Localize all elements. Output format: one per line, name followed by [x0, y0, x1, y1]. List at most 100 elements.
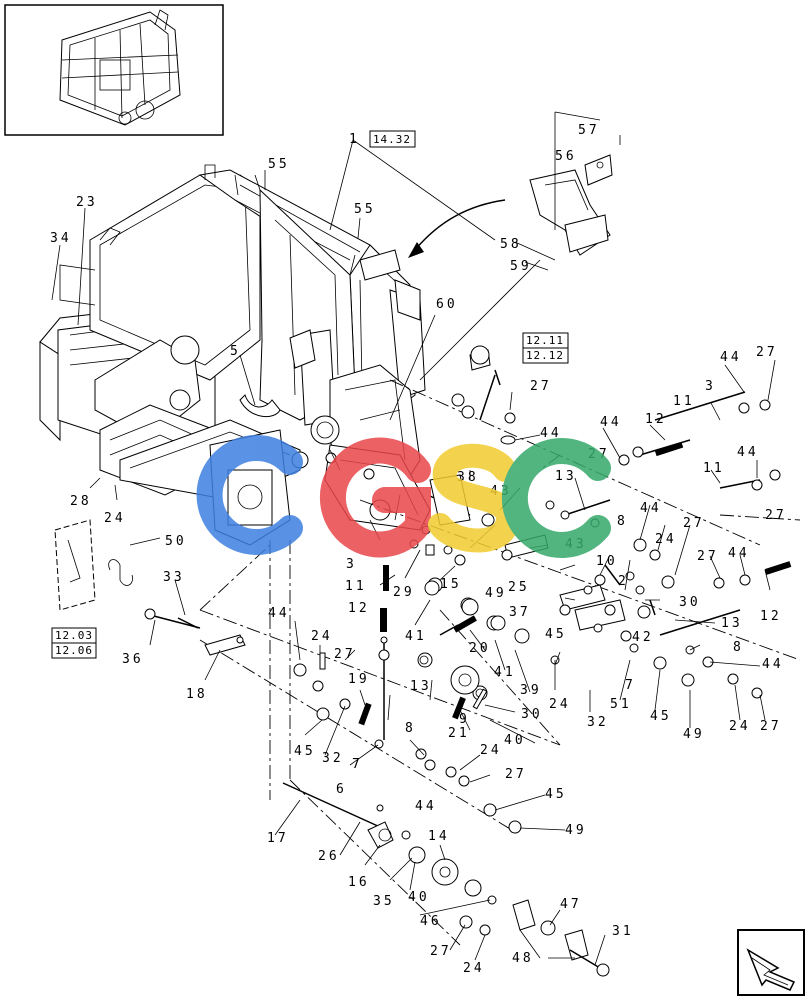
callout-60: 60	[436, 297, 458, 312]
callout-39: 39	[520, 683, 542, 698]
callout-42: 42	[632, 630, 654, 645]
callout-44: 44	[268, 606, 290, 621]
callout-40: 40	[504, 733, 526, 748]
callout-47: 47	[560, 897, 582, 912]
callout-44: 44	[415, 799, 437, 814]
callout-55: 55	[354, 202, 376, 217]
baler-thumbnail-drawing	[59, 9, 181, 126]
callout-14: 14	[428, 829, 450, 844]
callout-27: 27	[334, 647, 356, 662]
callout-56: 56	[555, 149, 577, 164]
callout-30: 30	[521, 707, 543, 722]
callout-2: 2	[618, 574, 629, 589]
callout-12: 12	[760, 609, 782, 624]
callout-44: 44	[540, 426, 562, 441]
callout-27: 27	[530, 379, 552, 394]
callout-8: 8	[405, 721, 416, 736]
callout-27: 27	[505, 767, 527, 782]
callout-11: 11	[345, 579, 367, 594]
callout-45: 45	[650, 709, 672, 724]
callout-24: 24	[729, 719, 751, 734]
overview-thumbnail[interactable]	[4, 4, 224, 136]
callout-24: 24	[549, 697, 571, 712]
callout-13: 13	[721, 616, 743, 631]
callout-7: 7	[625, 678, 636, 693]
callout-44: 44	[728, 546, 750, 561]
callout-27: 27	[765, 508, 787, 523]
callout-1: 1	[349, 132, 360, 147]
reference-boxes: 14.32 12.11 12.12 12.03 12.06	[51, 130, 569, 659]
callout-51: 51	[610, 697, 632, 712]
svg-text:12.06: 12.06	[55, 644, 93, 657]
callout-44: 44	[600, 415, 622, 430]
callout-leaders	[129, 359, 776, 966]
callout-45: 45	[294, 744, 316, 759]
callout-24: 24	[463, 961, 485, 976]
callout-44: 44	[737, 445, 759, 460]
callout-31: 31	[612, 924, 634, 939]
ref-box-12-11[interactable]: 12.11 12.12	[522, 332, 569, 364]
callout-12: 12	[645, 412, 667, 427]
callout-25: 25	[508, 580, 530, 595]
callout-8: 8	[733, 640, 744, 655]
callout-24: 24	[655, 532, 677, 547]
callout-12: 12	[348, 601, 370, 616]
callout-37: 37	[509, 605, 531, 620]
ref-box-14-32[interactable]: 14.32	[369, 130, 416, 148]
callout-48: 48	[512, 951, 534, 966]
callout-24: 24	[480, 743, 502, 758]
callout-49: 49	[565, 823, 587, 838]
callout-15: 15	[440, 577, 462, 592]
callout-7: 7	[352, 757, 363, 772]
callout-27: 27	[683, 516, 705, 531]
callout-23: 23	[76, 195, 98, 210]
callout-49: 49	[683, 727, 705, 742]
callout-11: 11	[703, 461, 725, 476]
callout-13: 13	[555, 469, 577, 484]
watermark-logo	[196, 435, 611, 558]
callout-50: 50	[165, 534, 187, 549]
callout-3: 3	[346, 557, 357, 572]
callout-41: 41	[405, 629, 427, 644]
callout-17: 17	[267, 831, 289, 846]
callout-41: 41	[494, 665, 516, 680]
leader-lines	[51, 111, 621, 501]
callout-13: 13	[410, 679, 432, 694]
callout-29: 29	[393, 585, 415, 600]
callout-16: 16	[348, 875, 370, 890]
callout-57: 57	[578, 123, 600, 138]
callout-27: 27	[430, 944, 452, 959]
svg-text:12.11: 12.11	[526, 334, 564, 347]
callout-26: 26	[318, 849, 340, 864]
back-arrow-icon[interactable]	[737, 929, 805, 996]
callout-3: 3	[705, 379, 716, 394]
ref-box-12-03[interactable]: 12.03 12.06	[51, 627, 97, 659]
callout-55: 55	[268, 157, 290, 172]
callout-36: 36	[122, 652, 144, 667]
svg-text:12.12: 12.12	[526, 349, 564, 362]
callout-33: 33	[163, 570, 185, 585]
callout-21: 21	[448, 726, 470, 741]
callout-5: 5	[230, 344, 241, 359]
callout-49: 49	[485, 586, 507, 601]
callout-27: 27	[697, 549, 719, 564]
callout-40: 40	[408, 890, 430, 905]
callout-32: 32	[587, 715, 609, 730]
callout-18: 18	[186, 687, 208, 702]
callout-44: 44	[640, 501, 662, 516]
callout-10: 10	[596, 554, 618, 569]
callout-19: 19	[348, 672, 370, 687]
svg-text:14.32: 14.32	[373, 133, 411, 146]
callout-27: 27	[756, 345, 778, 360]
callout-6: 6	[336, 782, 347, 797]
callout-58: 58	[500, 237, 522, 252]
callout-8: 8	[617, 514, 628, 529]
callout-labels: 1 55 55 57 56 58 59 23 34 60 5 27 44 44 …	[50, 123, 787, 976]
callout-9: 9	[459, 712, 470, 727]
callout-30: 30	[679, 595, 701, 610]
callout-28: 28	[70, 494, 92, 509]
callout-44: 44	[762, 657, 784, 672]
callout-27: 27	[760, 719, 782, 734]
callout-32: 32	[322, 751, 344, 766]
